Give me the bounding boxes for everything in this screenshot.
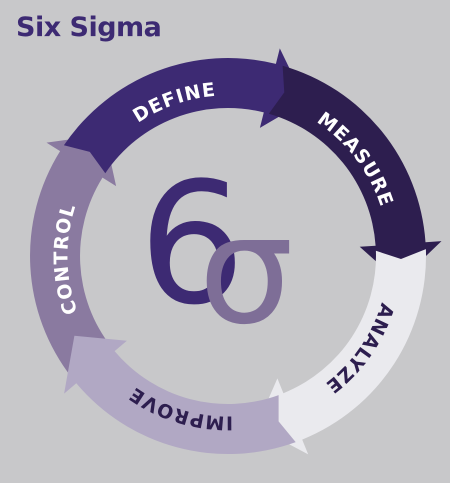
sigma-glyph: σ [198,184,293,358]
page-title: Six Sigma [16,12,162,43]
stage-arrow-define [63,48,306,174]
stage-arrow-measure [268,65,442,282]
six-glyph: 6 [139,146,246,342]
stage-arrow-improve [64,335,296,455]
stage-arrow-analyze [256,249,427,455]
stage-arrow-control [30,134,117,378]
